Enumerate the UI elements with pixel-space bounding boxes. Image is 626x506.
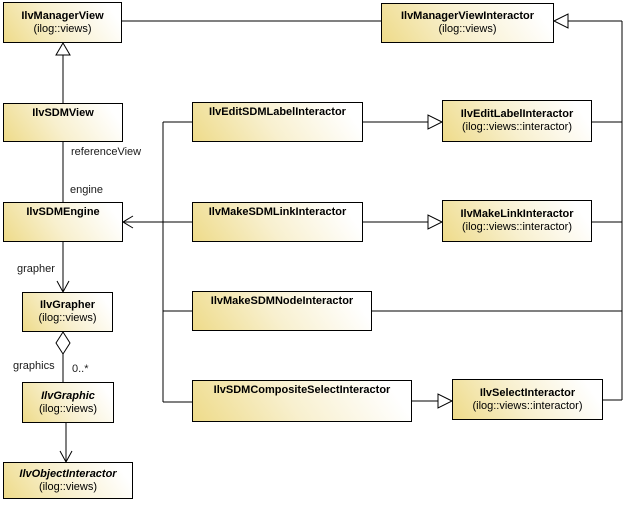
- class-ilv-edit-label-interactor[interactable]: IlvEditLabelInteractor (ilog::views::int…: [442, 100, 592, 142]
- class-ilv-object-interactor[interactable]: IlvObjectInteractor (ilog::views): [3, 462, 133, 499]
- role-label-reference-view: referenceView: [71, 146, 142, 158]
- class-ilv-make-link-interactor[interactable]: IlvMakeLinkInteractor (ilog::views::inte…: [442, 200, 592, 242]
- class-ilv-select-interactor[interactable]: IlvSelectInteractor (ilog::views::intera…: [452, 379, 603, 420]
- class-name: IlvManagerViewInteractor: [400, 10, 535, 22]
- class-package: (ilog::views::interactor): [461, 121, 573, 133]
- class-ilv-sdm-composite-select-interactor[interactable]: IlvSDMCompositeSelectInteractor: [192, 380, 412, 422]
- generalization-sdmcompositeselect-selectinteractor: [412, 393, 454, 409]
- hollow-triangle-icon: [552, 13, 569, 29]
- hollow-diamond-icon: [55, 331, 71, 355]
- class-name: IlvMakeSDMLinkInteractor: [208, 206, 347, 218]
- class-package: (ilog::views): [33, 22, 92, 35]
- role-label-graphics: graphics: [13, 360, 55, 372]
- aggregation-grapher-graphic: [55, 331, 71, 382]
- class-ilv-manager-view[interactable]: IlvManagerView (ilog::views): [3, 2, 122, 43]
- role-label-grapher: grapher: [17, 263, 55, 275]
- class-name: IlvSDMEngine: [26, 206, 100, 218]
- role-label-engine: engine: [70, 184, 104, 196]
- hollow-triangle-icon: [55, 42, 71, 56]
- class-name: IlvSelectInteractor: [479, 386, 576, 399]
- hollow-triangle-icon: [427, 114, 444, 130]
- class-name: IlvMakeLinkInteractor: [460, 208, 574, 220]
- multiplicity-label: 0..*: [72, 363, 89, 375]
- class-name: IlvManagerView: [21, 9, 104, 22]
- hollow-triangle-icon: [427, 214, 444, 230]
- class-ilv-edit-sdm-label-interactor[interactable]: IlvEditSDMLabelInteractor: [192, 102, 363, 142]
- edge-graphic-objectinteractor: [59, 423, 73, 464]
- generalization-editsdmlabel-editlabel: [363, 114, 444, 130]
- open-arrow-icon: [122, 215, 134, 229]
- class-package: (ilog::views): [438, 23, 497, 35]
- class-name: IlvSDMCompositeSelectInteractor: [213, 384, 391, 396]
- class-package: (ilog::views::interactor): [472, 399, 583, 412]
- class-name: IlvGraphic: [41, 389, 95, 402]
- edge-sdmengine-grapher: [56, 242, 70, 294]
- generalization-sdmview-managerview: [55, 42, 71, 103]
- generalization-makesdmlink-makelink: [363, 214, 444, 230]
- open-arrow-icon: [56, 280, 70, 294]
- class-name: IlvSDMView: [32, 107, 94, 119]
- hollow-triangle-icon: [437, 393, 454, 409]
- class-ilv-sdm-engine[interactable]: IlvSDMEngine: [3, 202, 123, 242]
- class-name: IlvMakeSDMNodeInteractor: [210, 295, 354, 307]
- class-name: IlvEditSDMLabelInteractor: [209, 106, 346, 118]
- class-name: IlvGrapher: [39, 299, 96, 311]
- class-ilv-make-sdm-link-interactor[interactable]: IlvMakeSDMLinkInteractor: [192, 202, 363, 242]
- class-package: (ilog::views): [38, 312, 97, 324]
- class-ilv-manager-view-interactor[interactable]: IlvManagerViewInteractor (ilog::views): [381, 3, 554, 43]
- open-arrow-icon: [59, 450, 73, 464]
- class-ilv-sdm-view[interactable]: IlvSDMView: [3, 103, 123, 142]
- class-ilv-make-sdm-node-interactor[interactable]: IlvMakeSDMNodeInteractor: [192, 291, 372, 331]
- class-ilv-grapher[interactable]: IlvGrapher (ilog::views): [22, 292, 113, 332]
- class-ilv-graphic[interactable]: IlvGraphic (ilog::views): [22, 382, 114, 423]
- edge-interactors-sdmengine: [122, 121, 192, 403]
- class-package: (ilog::views): [38, 402, 98, 415]
- class-package: (ilog::views::interactor): [461, 221, 573, 233]
- class-package: (ilog::views): [38, 480, 98, 493]
- class-name: IlvObjectInteractor: [19, 467, 117, 480]
- class-name: IlvEditLabelInteractor: [460, 108, 574, 120]
